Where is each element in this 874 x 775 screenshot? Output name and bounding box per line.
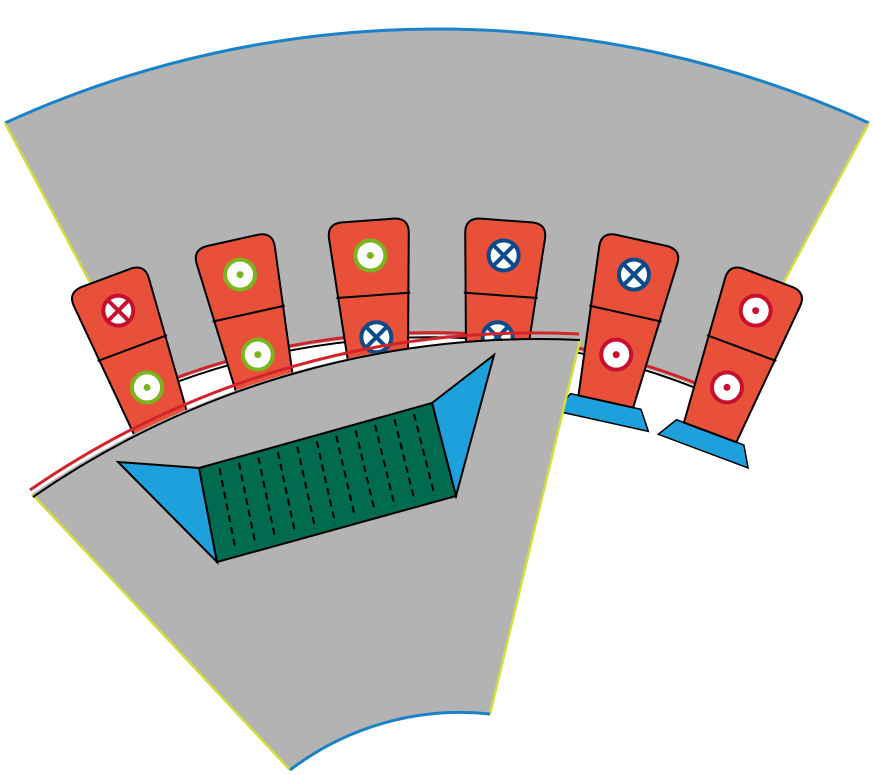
conductor-dot-icon [130, 370, 165, 405]
conductor-dot-icon [223, 257, 258, 292]
conductor-dot-icon [709, 370, 744, 405]
magnet-dashed-line [315, 440, 337, 524]
rotor-surface-red-line [29, 331, 580, 492]
magnet-dashed-line [374, 424, 396, 508]
magnet-dashed-line [393, 419, 416, 502]
slot-layer-divider [588, 304, 662, 323]
stator-slot [71, 266, 192, 444]
magnet-dashed-line [237, 462, 257, 546]
slot-layer-divider [463, 291, 538, 300]
conductor-cross-icon [359, 320, 394, 355]
conductor-cross-icon [101, 293, 136, 328]
stator-slot [682, 266, 803, 444]
slot-layer-divider [97, 334, 168, 362]
magnet-dashed-line [218, 468, 237, 552]
stator-slot [577, 233, 680, 409]
rotor-surface-black-line [32, 338, 581, 498]
conductor-cross-icon [616, 257, 651, 292]
slot-layer-divider [336, 291, 411, 300]
conductor-dot-icon [599, 337, 634, 372]
slot-layer-divider [212, 304, 286, 323]
magnet-dashed-line [276, 451, 297, 535]
rotor-iron [32, 338, 580, 770]
magnet-magnetization-lines [218, 413, 436, 552]
conductor-dot-icon [353, 238, 388, 273]
slot-layer-divider [706, 334, 777, 362]
rotor-inner-bore [289, 710, 491, 772]
conductor-dot-icon [738, 293, 773, 328]
conductor-dot-icon [240, 337, 275, 372]
rotor-left-boundary [31, 493, 291, 771]
permanent-magnet [197, 401, 458, 564]
magnet-dashed-line [354, 430, 376, 513]
stator-outer-boundary [4, 27, 870, 125]
magnet-dashed-line [413, 413, 436, 497]
magnet-dashed-line [296, 446, 317, 530]
conductor-cross-icon [486, 238, 521, 273]
magnet-dashed-line [257, 457, 277, 541]
magnet-dashed-line [335, 435, 357, 519]
stator-slot [194, 233, 297, 409]
slot-wedge [656, 418, 750, 470]
rotor-right-boundary [488, 339, 582, 715]
